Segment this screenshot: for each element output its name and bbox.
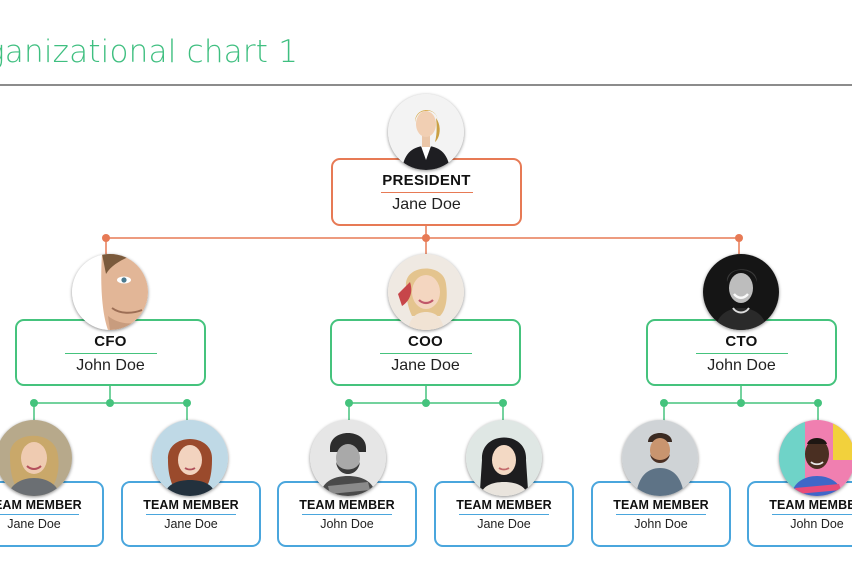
president-card: PRESIDENT Jane Doe bbox=[331, 158, 522, 226]
cto-avatar bbox=[703, 254, 779, 330]
cfo-name: John Doe bbox=[76, 357, 145, 374]
card-divider bbox=[459, 514, 549, 515]
coo-role: COO bbox=[407, 333, 444, 350]
team-member-name: Jane Doe bbox=[7, 517, 61, 531]
cto-name: John Doe bbox=[707, 357, 776, 374]
card-divider bbox=[302, 514, 392, 515]
title-divider bbox=[0, 84, 852, 86]
coo-name: Jane Doe bbox=[391, 357, 460, 374]
team-member-avatar-2 bbox=[152, 420, 228, 496]
president-name: Jane Doe bbox=[392, 196, 461, 213]
team-member-card-1: TEAM MEMBER Jane Doe bbox=[0, 481, 104, 547]
card-divider bbox=[146, 514, 236, 515]
cto-card: CTO John Doe bbox=[646, 319, 837, 386]
card-divider bbox=[380, 192, 473, 193]
team-member-name: Jane Doe bbox=[477, 517, 531, 531]
president-role: PRESIDENT bbox=[382, 172, 471, 189]
team-member-avatar-6 bbox=[779, 420, 852, 496]
team-member-avatar-1 bbox=[0, 420, 72, 496]
card-divider bbox=[772, 514, 852, 515]
card-divider bbox=[616, 514, 706, 515]
team-member-role: TEAM MEMBER bbox=[613, 498, 709, 512]
card-divider bbox=[695, 353, 788, 354]
page-title: ganizational chart 1 bbox=[0, 34, 299, 70]
cfo-role: CFO bbox=[94, 333, 127, 350]
team-member-name: John Doe bbox=[320, 517, 374, 531]
team-member-avatar-4 bbox=[466, 420, 542, 496]
president-avatar bbox=[388, 94, 464, 170]
team-member-role: TEAM MEMBER bbox=[299, 498, 395, 512]
team-member-avatar-3 bbox=[310, 420, 386, 496]
team-member-role: TEAM MEMBER bbox=[456, 498, 552, 512]
team-member-avatar-5 bbox=[622, 420, 698, 496]
cto-role: CTO bbox=[725, 333, 758, 350]
team-member-name: Jane Doe bbox=[164, 517, 218, 531]
team-member-role: TEAM MEMBER bbox=[0, 498, 82, 512]
team-member-role: TEAM MEMBER bbox=[143, 498, 239, 512]
team-member-card-4: TEAM MEMBER Jane Doe bbox=[434, 481, 574, 547]
cfo-card: CFO John Doe bbox=[15, 319, 206, 386]
coo-avatar bbox=[388, 254, 464, 330]
cfo-avatar bbox=[72, 254, 148, 330]
team-member-name: John Doe bbox=[790, 517, 844, 531]
card-divider bbox=[64, 353, 157, 354]
card-divider bbox=[0, 514, 79, 515]
team-member-role: TEAM MEMBER bbox=[769, 498, 852, 512]
coo-card: COO Jane Doe bbox=[330, 319, 521, 386]
card-divider bbox=[379, 353, 472, 354]
team-member-name: John Doe bbox=[634, 517, 688, 531]
